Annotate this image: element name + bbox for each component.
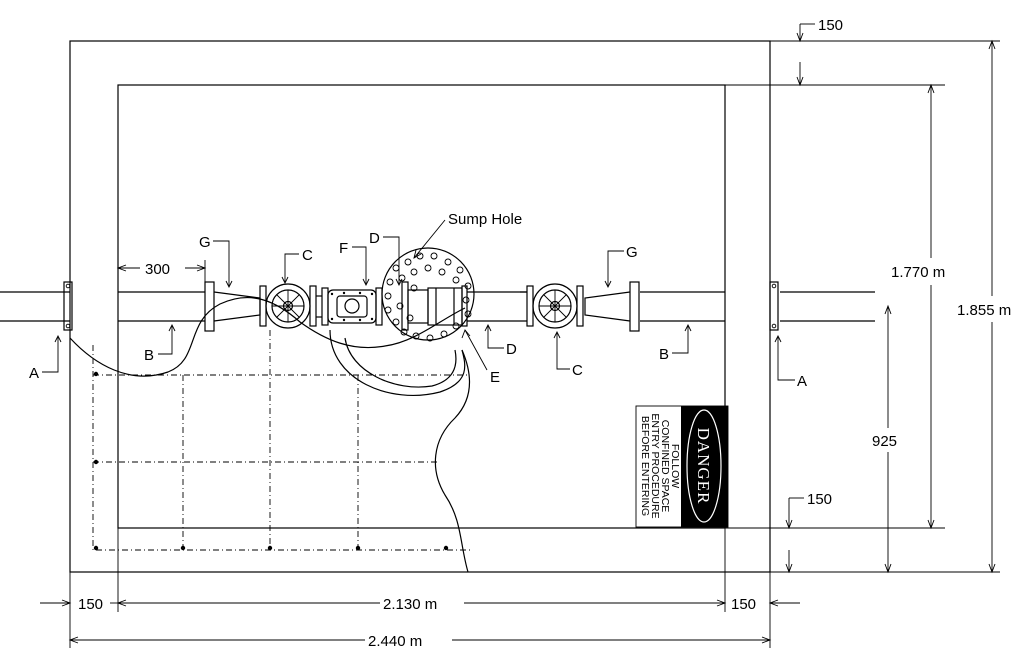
label-sump-hole: Sump Hole xyxy=(448,211,522,228)
label-B-left: B xyxy=(144,347,154,364)
dim-left-margin: 150 xyxy=(78,596,103,613)
danger-sign-line-3: ENTRY PROCEDURE xyxy=(649,413,661,518)
cutaway-break-line xyxy=(69,296,470,573)
dim-inner-width: 2.130 m xyxy=(383,596,437,613)
dim-bottom-offset: 150 xyxy=(807,491,832,508)
dim-inner-height: 1.770 m xyxy=(891,264,945,281)
label-F: F xyxy=(339,240,348,257)
gate-valve-right xyxy=(520,283,584,329)
label-C-right: C xyxy=(572,362,583,379)
danger-sign-line-4: BEFORE ENTERING xyxy=(639,416,651,516)
danger-sign-line-1: FOLLOW xyxy=(669,444,681,488)
danger-sign-line-2: CONFINED SPACE xyxy=(659,420,671,513)
danger-sign-title: DANGER xyxy=(694,428,713,505)
dim-outer-width: 2.440 m xyxy=(368,633,422,650)
dimension-lines xyxy=(40,23,1000,648)
dim-right-margin: 150 xyxy=(731,596,756,613)
label-E: E xyxy=(490,369,500,386)
wall-sleeve-left xyxy=(63,281,73,331)
dim-half-height: 925 xyxy=(872,433,897,450)
label-C-left: C xyxy=(302,247,313,264)
dim-top-offset: 150 xyxy=(818,17,843,34)
label-G-right: G xyxy=(626,244,638,261)
floor-grating xyxy=(92,330,470,551)
dim-outer-height: 1.855 m xyxy=(957,302,1011,319)
flange-reducer-left xyxy=(204,281,261,332)
label-D-top: D xyxy=(369,230,380,247)
wall-sleeve-right xyxy=(769,281,779,331)
label-D-bottom: D xyxy=(506,341,517,358)
flange-reducer-right xyxy=(584,281,640,332)
coupling xyxy=(401,281,527,331)
label-A-right: A xyxy=(797,373,807,390)
sump-hole xyxy=(381,247,475,342)
outlet-pipe xyxy=(640,291,875,322)
callouts xyxy=(42,219,795,381)
label-B-right: B xyxy=(659,346,669,363)
label-G-left: G xyxy=(199,234,211,251)
gate-valve-left xyxy=(259,283,317,329)
dim-pipe-offset: 300 xyxy=(145,261,170,278)
danger-sign: DANGER BEFORE ENTERING ENTRY PROCEDURE C… xyxy=(635,405,729,528)
strainer xyxy=(316,287,383,326)
inlet-pipe xyxy=(0,291,205,322)
label-A-left: A xyxy=(29,365,39,382)
